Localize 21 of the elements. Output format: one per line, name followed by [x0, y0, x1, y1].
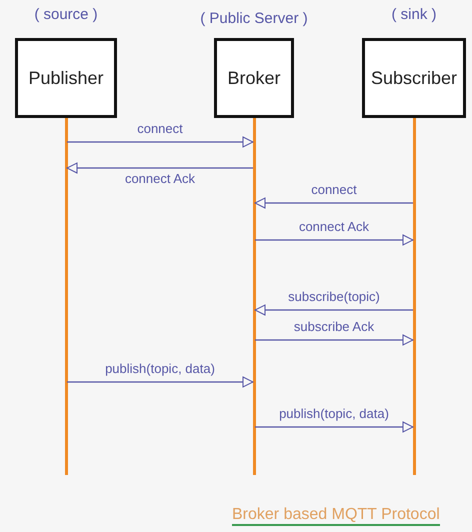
message-arrow [254, 304, 413, 316]
participant-name: Subscriber [370, 68, 458, 88]
message-label: publish(topic, data) [103, 361, 217, 376]
message-arrow [255, 422, 414, 432]
message-label: subscribe(topic) [286, 289, 382, 304]
message-label: connect Ack [122, 171, 198, 186]
role-label: ( sink ) [392, 6, 436, 23]
message-label: subscribe Ack [292, 319, 376, 334]
message-arrow [67, 136, 254, 148]
message-arrow [66, 162, 253, 174]
participant-name: Publisher [28, 68, 104, 88]
caption: Broker based MQTT Protocol [232, 506, 440, 526]
message-arrow [255, 334, 414, 346]
message-label: connect Ack [296, 219, 372, 234]
message-label: publish(topic, data) [277, 406, 391, 421]
message-arrow [67, 376, 254, 388]
message-arrow [254, 198, 413, 208]
participant-name: Broker [227, 68, 280, 88]
message-arrow [255, 234, 414, 246]
role-label: ( Public Server ) [200, 10, 308, 27]
role-label: ( source ) [34, 6, 98, 23]
